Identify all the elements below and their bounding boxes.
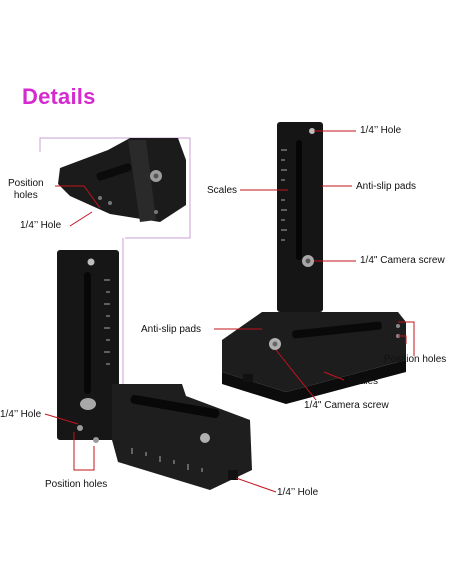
inset-position-holes-label: Position holes (8, 178, 44, 201)
camera-screw-lower-label: 1/4" Camera screw (304, 400, 389, 411)
position-holes-right-label: Position holes (384, 354, 447, 365)
upper-bracket (222, 122, 406, 404)
hole-top-right-label: 1/4’’ Hole (360, 125, 402, 136)
inset-frame (39, 137, 191, 239)
leader-lines (44, 130, 415, 493)
lower-bracket (57, 250, 252, 490)
scales-upper-label: Scales (207, 185, 238, 196)
inset-quarter-hole-label: 1/4’’ Hole (20, 220, 62, 231)
anti-slip-mid-label: Anti-slip pads (141, 324, 202, 335)
hole-bottom-label: 1/4’’ Hole (277, 487, 319, 498)
inset-bracket-closeup (58, 138, 186, 222)
page-title: Details (22, 84, 96, 109)
hole-left-label: 1/4’’ Hole (0, 409, 42, 420)
scales-lower-label: Scales (348, 376, 379, 387)
camera-screw-upper-label: 1/4" Camera screw (360, 255, 445, 266)
anti-slip-right-label: Anti-slip pads (356, 181, 417, 192)
position-holes-bottom-label: Position holes (45, 479, 108, 490)
